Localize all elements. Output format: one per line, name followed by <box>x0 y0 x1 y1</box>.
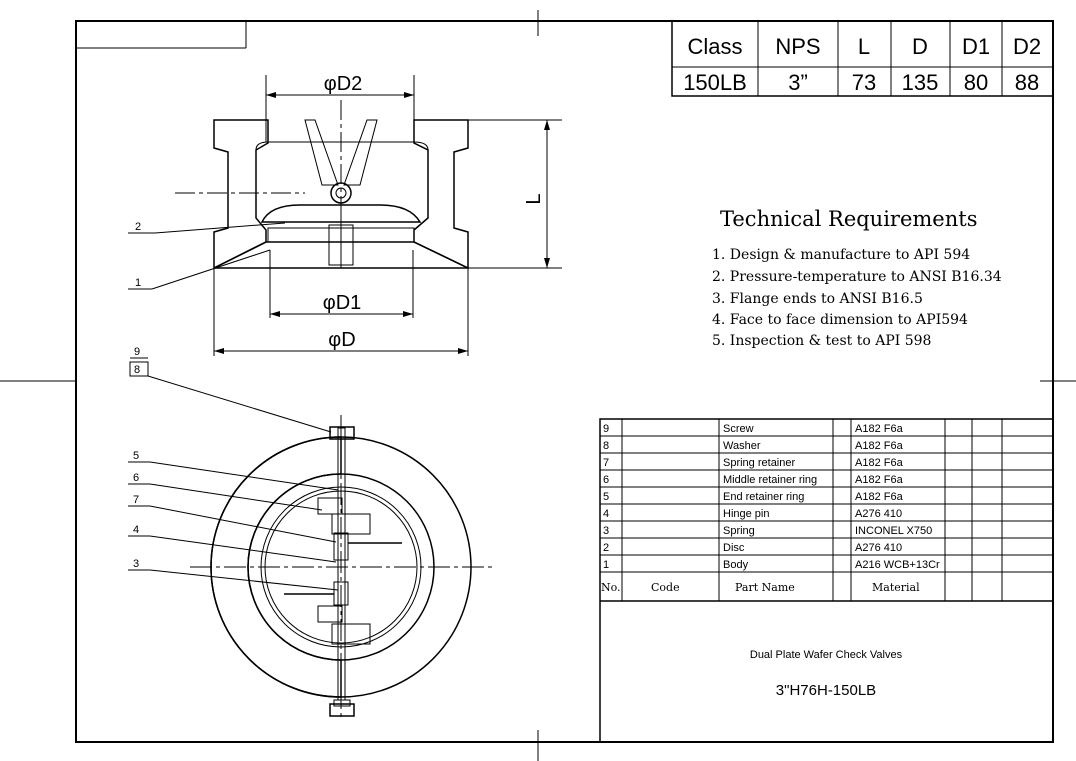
bom-no: 9 <box>603 423 609 435</box>
bom-material: A182 F6a <box>855 474 904 486</box>
spec-value-nps: 3” <box>788 70 808 95</box>
spec-header-d2: D2 <box>1013 34 1041 59</box>
balloon-9: 9 <box>134 346 140 358</box>
bom-row: 4 Hinge pin A276 410 <box>603 508 902 520</box>
bom-rows: 9 Screw A182 F6a 8 Washer A182 F6a 7 Spr… <box>603 423 940 571</box>
section-leaders <box>128 222 286 290</box>
bom-name: Screw <box>723 423 754 435</box>
spec-header-d: D <box>912 34 928 59</box>
balloon-4: 4 <box>133 524 139 536</box>
spec-value-class: 150LB <box>683 70 747 95</box>
dim-l-label: L <box>523 193 545 204</box>
plan-view <box>190 415 495 720</box>
bom-name: Spring retainer <box>723 457 795 469</box>
bom-name: Washer <box>723 440 761 452</box>
plan-leaders <box>128 357 339 591</box>
model-number: 3"H76H-150LB <box>776 682 876 699</box>
dim-d1-label: φD1 <box>323 292 362 314</box>
bom-name: End retainer ring <box>723 491 804 503</box>
bom-table-grid <box>599 418 1054 743</box>
sheet-border <box>0 10 1076 761</box>
spec-header-d1: D1 <box>962 34 990 59</box>
bom-no: 4 <box>603 508 609 520</box>
balloon-6: 6 <box>133 472 139 484</box>
bom-material: A182 F6a <box>855 423 904 435</box>
bom-row: 1 Body A216 WCB+13Cr <box>603 559 940 571</box>
tech-item-2: 2. Pressure-temperature to ANSI B16.34 <box>712 269 1002 285</box>
bom-row: 3 Spring INCONEL X750 <box>603 525 932 537</box>
spec-value-d1: 80 <box>964 70 988 95</box>
dim-d-label: φD <box>328 329 355 351</box>
bom-row: 7 Spring retainer A182 F6a <box>603 457 904 469</box>
product-title: Dual Plate Wafer Check Valves <box>750 649 903 661</box>
spec-header-l: L <box>858 34 870 59</box>
section-view <box>175 100 469 270</box>
balloon-2-section: 2 <box>135 221 141 233</box>
spec-value-d: 135 <box>902 70 939 95</box>
bom-header-name: Part Name <box>735 581 795 594</box>
tech-item-3: 3. Flange ends to ANSI B16.5 <box>712 291 923 307</box>
balloon-7: 7 <box>133 494 139 506</box>
bom-no: 1 <box>603 559 609 571</box>
tech-title: Technical Requirements <box>720 207 977 231</box>
bom-no: 5 <box>603 491 609 503</box>
spec-header-class: Class <box>687 34 742 59</box>
balloon-1-section: 1 <box>135 277 141 289</box>
tech-item-5: 5. Inspection & test to API 598 <box>712 333 931 349</box>
bom-no: 8 <box>603 440 609 452</box>
bom-no: 3 <box>603 525 609 537</box>
spec-table <box>671 20 1054 97</box>
spec-header-nps: NPS <box>775 34 820 59</box>
spec-value-l: 73 <box>852 70 876 95</box>
bom-name: Middle retainer ring <box>723 474 817 486</box>
bom-name: Hinge pin <box>723 508 769 520</box>
bom-no: 6 <box>603 474 609 486</box>
bom-row: 8 Washer A182 F6a <box>603 440 904 452</box>
tech-item-1: 1. Design & manufacture to API 594 <box>712 247 970 263</box>
bom-name: Spring <box>723 525 755 537</box>
bom-material: A216 WCB+13Cr <box>855 559 940 571</box>
balloon-5: 5 <box>133 450 139 462</box>
bom-row: 2 Disc A276 410 <box>603 542 902 554</box>
bom-material: A276 410 <box>855 508 902 520</box>
bom-header-code: Code <box>651 581 680 594</box>
bom-header-no: No. <box>601 581 621 594</box>
dimension-lines <box>213 75 562 356</box>
bom-material: A182 F6a <box>855 440 904 452</box>
bom-row: 6 Middle retainer ring A182 F6a <box>603 474 904 486</box>
bom-material: A182 F6a <box>855 457 904 469</box>
tech-item-4: 4. Face to face dimension to API594 <box>712 312 968 328</box>
bom-material: INCONEL X750 <box>855 525 932 537</box>
balloon-8: 8 <box>134 364 140 376</box>
bom-name: Disc <box>723 542 745 554</box>
bom-name: Body <box>723 559 749 571</box>
dim-d2-label: φD2 <box>324 73 363 95</box>
bom-no: 2 <box>603 542 609 554</box>
bom-header-row: No. Code Part Name Material <box>601 581 920 594</box>
spec-value-d2: 88 <box>1015 70 1039 95</box>
bom-row: 9 Screw A182 F6a <box>603 423 904 435</box>
bom-material: A182 F6a <box>855 491 904 503</box>
bom-no: 7 <box>603 457 609 469</box>
bom-row: 5 End retainer ring A182 F6a <box>603 491 904 503</box>
bom-material: A276 410 <box>855 542 902 554</box>
balloon-3: 3 <box>133 558 139 570</box>
bom-header-material: Material <box>872 581 920 594</box>
